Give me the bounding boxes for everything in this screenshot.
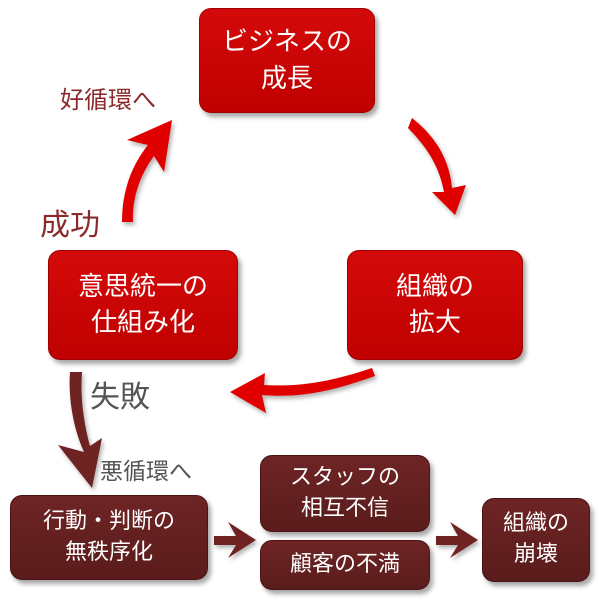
node-staff-distrust: スタッフの 相互不信 [260,455,430,532]
node-unification-systemization: 意思統一の 仕組み化 [48,250,238,360]
arrow-disorder-to-middle [214,522,256,558]
arrow-expansion-to-unification [230,368,375,413]
label-failure: 失敗 [90,380,150,415]
node-business-growth: ビジネスの 成長 [199,8,375,113]
label-vicious-cycle: 悪循環へ [100,459,192,485]
arrow-success-to-growth [122,120,172,222]
label-success: 成功 [40,208,100,243]
arrow-middle-to-collapse [436,522,478,558]
arrow-failure-to-disorder [58,372,102,488]
node-organization-collapse: 組織の 崩壊 [482,498,590,582]
arrow-growth-to-expansion [408,118,466,215]
node-customer-dissatisfaction: 顧客の不満 [260,540,430,590]
node-organization-expansion: 組織の 拡大 [347,250,523,360]
label-virtuous-cycle: 好循環へ [60,86,156,114]
node-action-disorder: 行動・判断の 無秩序化 [10,495,208,580]
